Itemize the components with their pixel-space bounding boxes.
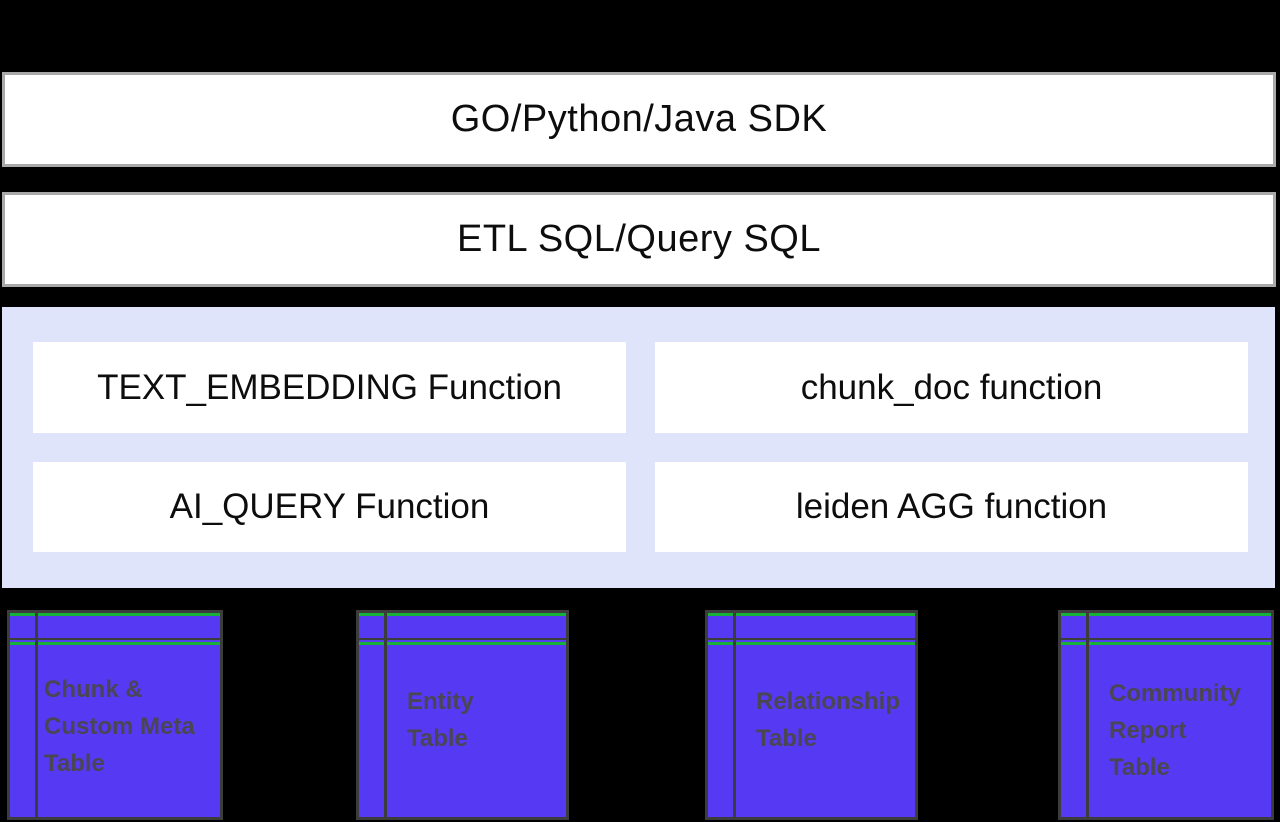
function-box-label: AI_QUERY Function (169, 487, 490, 526)
sdk-layer-bar: GO/Python/Java SDK (2, 72, 1276, 167)
table-label: Chunk & Custom Meta Table (44, 676, 195, 777)
table-top-accent-line (1061, 613, 1271, 616)
table-top-accent-line (708, 613, 915, 616)
sql-layer-bar: ETL SQL/Query SQL (2, 192, 1276, 287)
table-header-separator-dark (1061, 638, 1271, 640)
table-top-accent-line (10, 613, 220, 616)
table-header-separator-green (1061, 642, 1271, 645)
function-box-leiden-agg: leiden AGG function (655, 462, 1248, 552)
function-box-label: chunk_doc function (800, 367, 1103, 407)
table-column-divider (35, 613, 38, 817)
function-box-label: TEXT_EMBEDDING Function (97, 367, 562, 407)
functions-panel: TEXT_EMBEDDING Function chunk_doc functi… (2, 307, 1275, 588)
table-entity: Entity Table (356, 610, 569, 820)
table-column-divider (733, 613, 736, 817)
table-chunk-custom-meta: Chunk & Custom Meta Table (7, 610, 223, 820)
function-box-text-embedding: TEXT_EMBEDDING Function (33, 342, 626, 433)
table-label: Entity Table (407, 688, 474, 752)
table-community-report: Community Report Table (1058, 610, 1274, 820)
function-box-chunk-doc: chunk_doc function (655, 342, 1248, 433)
sql-layer-label: ETL SQL/Query SQL (456, 218, 821, 260)
table-column-divider (384, 613, 387, 817)
table-top-accent-line (359, 613, 566, 616)
table-relationship: Relationship Table (705, 610, 918, 820)
table-header-separator-dark (359, 638, 566, 640)
table-header-separator-dark (10, 638, 220, 640)
table-header-separator-dark (708, 638, 915, 640)
table-label: Community Report Table (1109, 680, 1241, 781)
sdk-layer-label: GO/Python/Java SDK (450, 98, 828, 140)
function-box-label: leiden AGG function (795, 487, 1108, 526)
table-header-separator-green (708, 642, 915, 645)
table-column-divider (1086, 613, 1089, 817)
table-label: Relationship Table (756, 688, 901, 752)
table-header-separator-green (10, 642, 220, 645)
table-header-separator-green (359, 642, 566, 645)
function-box-ai-query: AI_QUERY Function (33, 462, 626, 552)
